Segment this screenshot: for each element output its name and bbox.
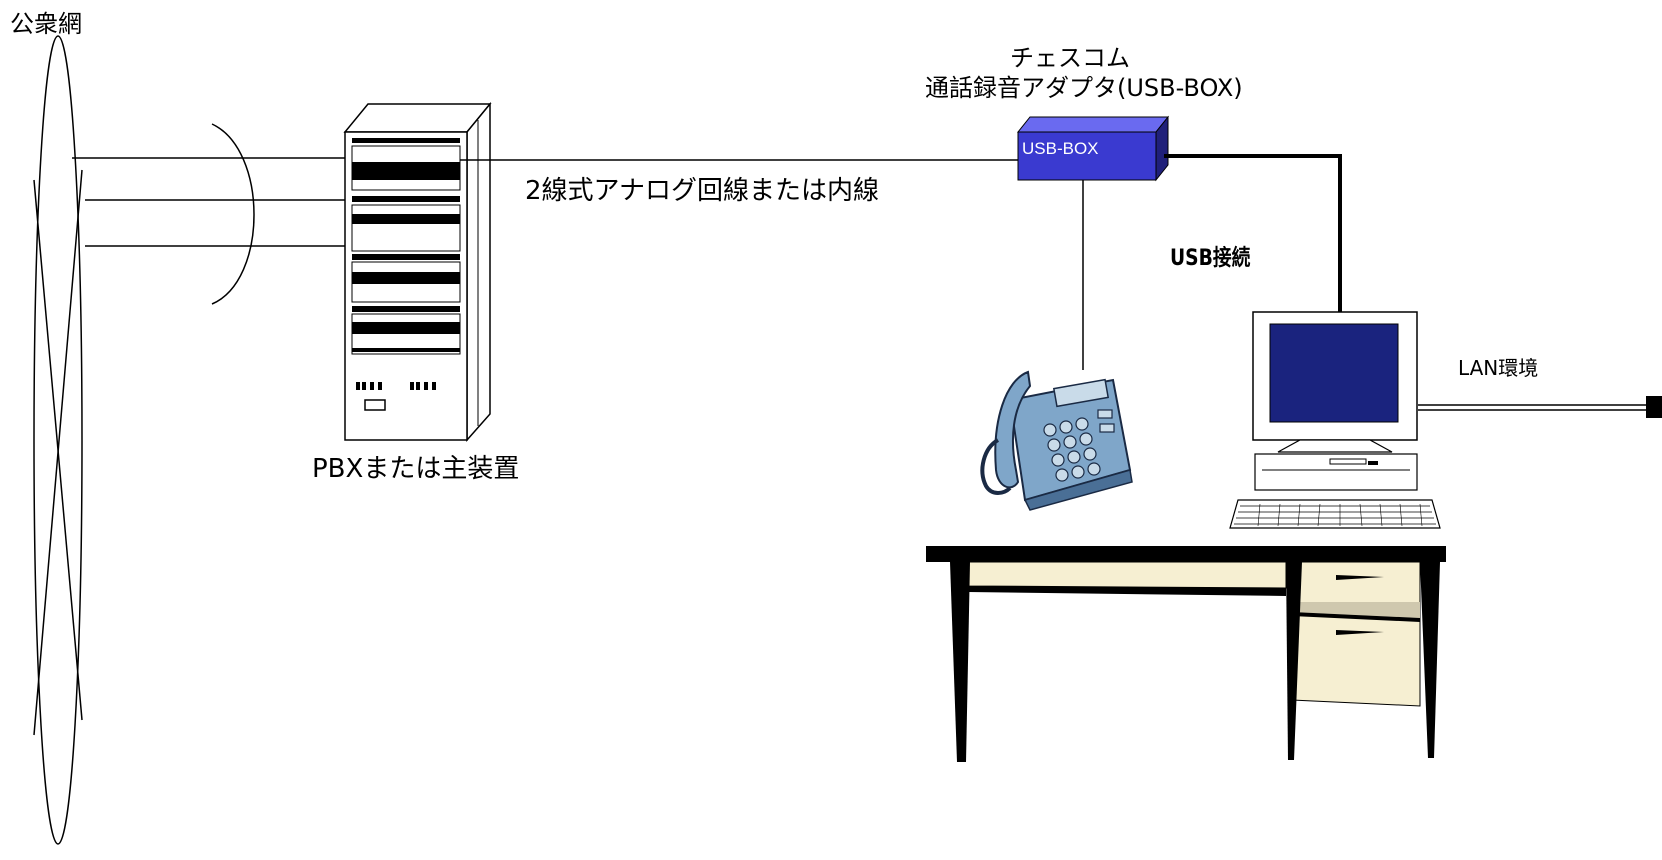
public-network-label: 公衆網 — [10, 10, 82, 38]
line-type-label: 2線式アナログ回線または内線 — [525, 176, 880, 206]
usb-box-icon — [1016, 115, 1170, 182]
telephone-icon — [980, 370, 1133, 511]
lan-cable — [1418, 404, 1648, 411]
usb-box-label: USB-BOX — [1022, 139, 1099, 158]
public-network-ellipse — [33, 35, 83, 845]
lan-connector-icon — [1646, 396, 1662, 418]
usb-cable — [1164, 154, 1342, 318]
usb-connection-label: USB接続 — [1170, 246, 1251, 271]
lan-label: LAN環境 — [1458, 356, 1539, 380]
pbx-label: PBXまたは主装置 — [312, 454, 520, 484]
adapter-name-label: 通話録音アダプタ(USB-BOX) — [925, 74, 1243, 102]
line-bundle-brace — [211, 123, 255, 305]
adapter-maker-label: チェスコム — [1010, 44, 1130, 72]
computer-icon — [1229, 311, 1441, 529]
desk-icon — [926, 546, 1446, 762]
pbx-rack-icon — [343, 101, 492, 442]
